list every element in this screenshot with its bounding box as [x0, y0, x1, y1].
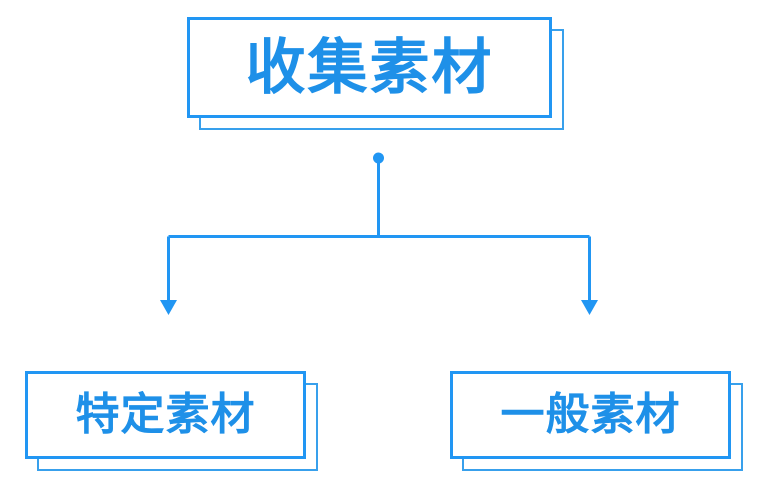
node-collect-material[interactable]: 收集素材 — [187, 17, 564, 130]
node-card[interactable]: 收集素材 — [187, 17, 552, 118]
node-card[interactable]: 特定素材 — [25, 371, 306, 459]
node-general-material[interactable]: 一般素材 — [450, 371, 743, 471]
node-specific-material[interactable]: 特定素材 — [25, 371, 318, 471]
arrow-down-icon-left — [160, 300, 177, 315]
node-card[interactable]: 一般素材 — [450, 371, 731, 459]
origin-dot — [373, 152, 384, 164]
node-label-child-left: 特定素材 — [75, 389, 256, 440]
arrow-down-icon-right — [581, 300, 598, 315]
node-label-root: 收集素材 — [245, 32, 494, 103]
node-label-child-right: 一般素材 — [500, 389, 681, 440]
